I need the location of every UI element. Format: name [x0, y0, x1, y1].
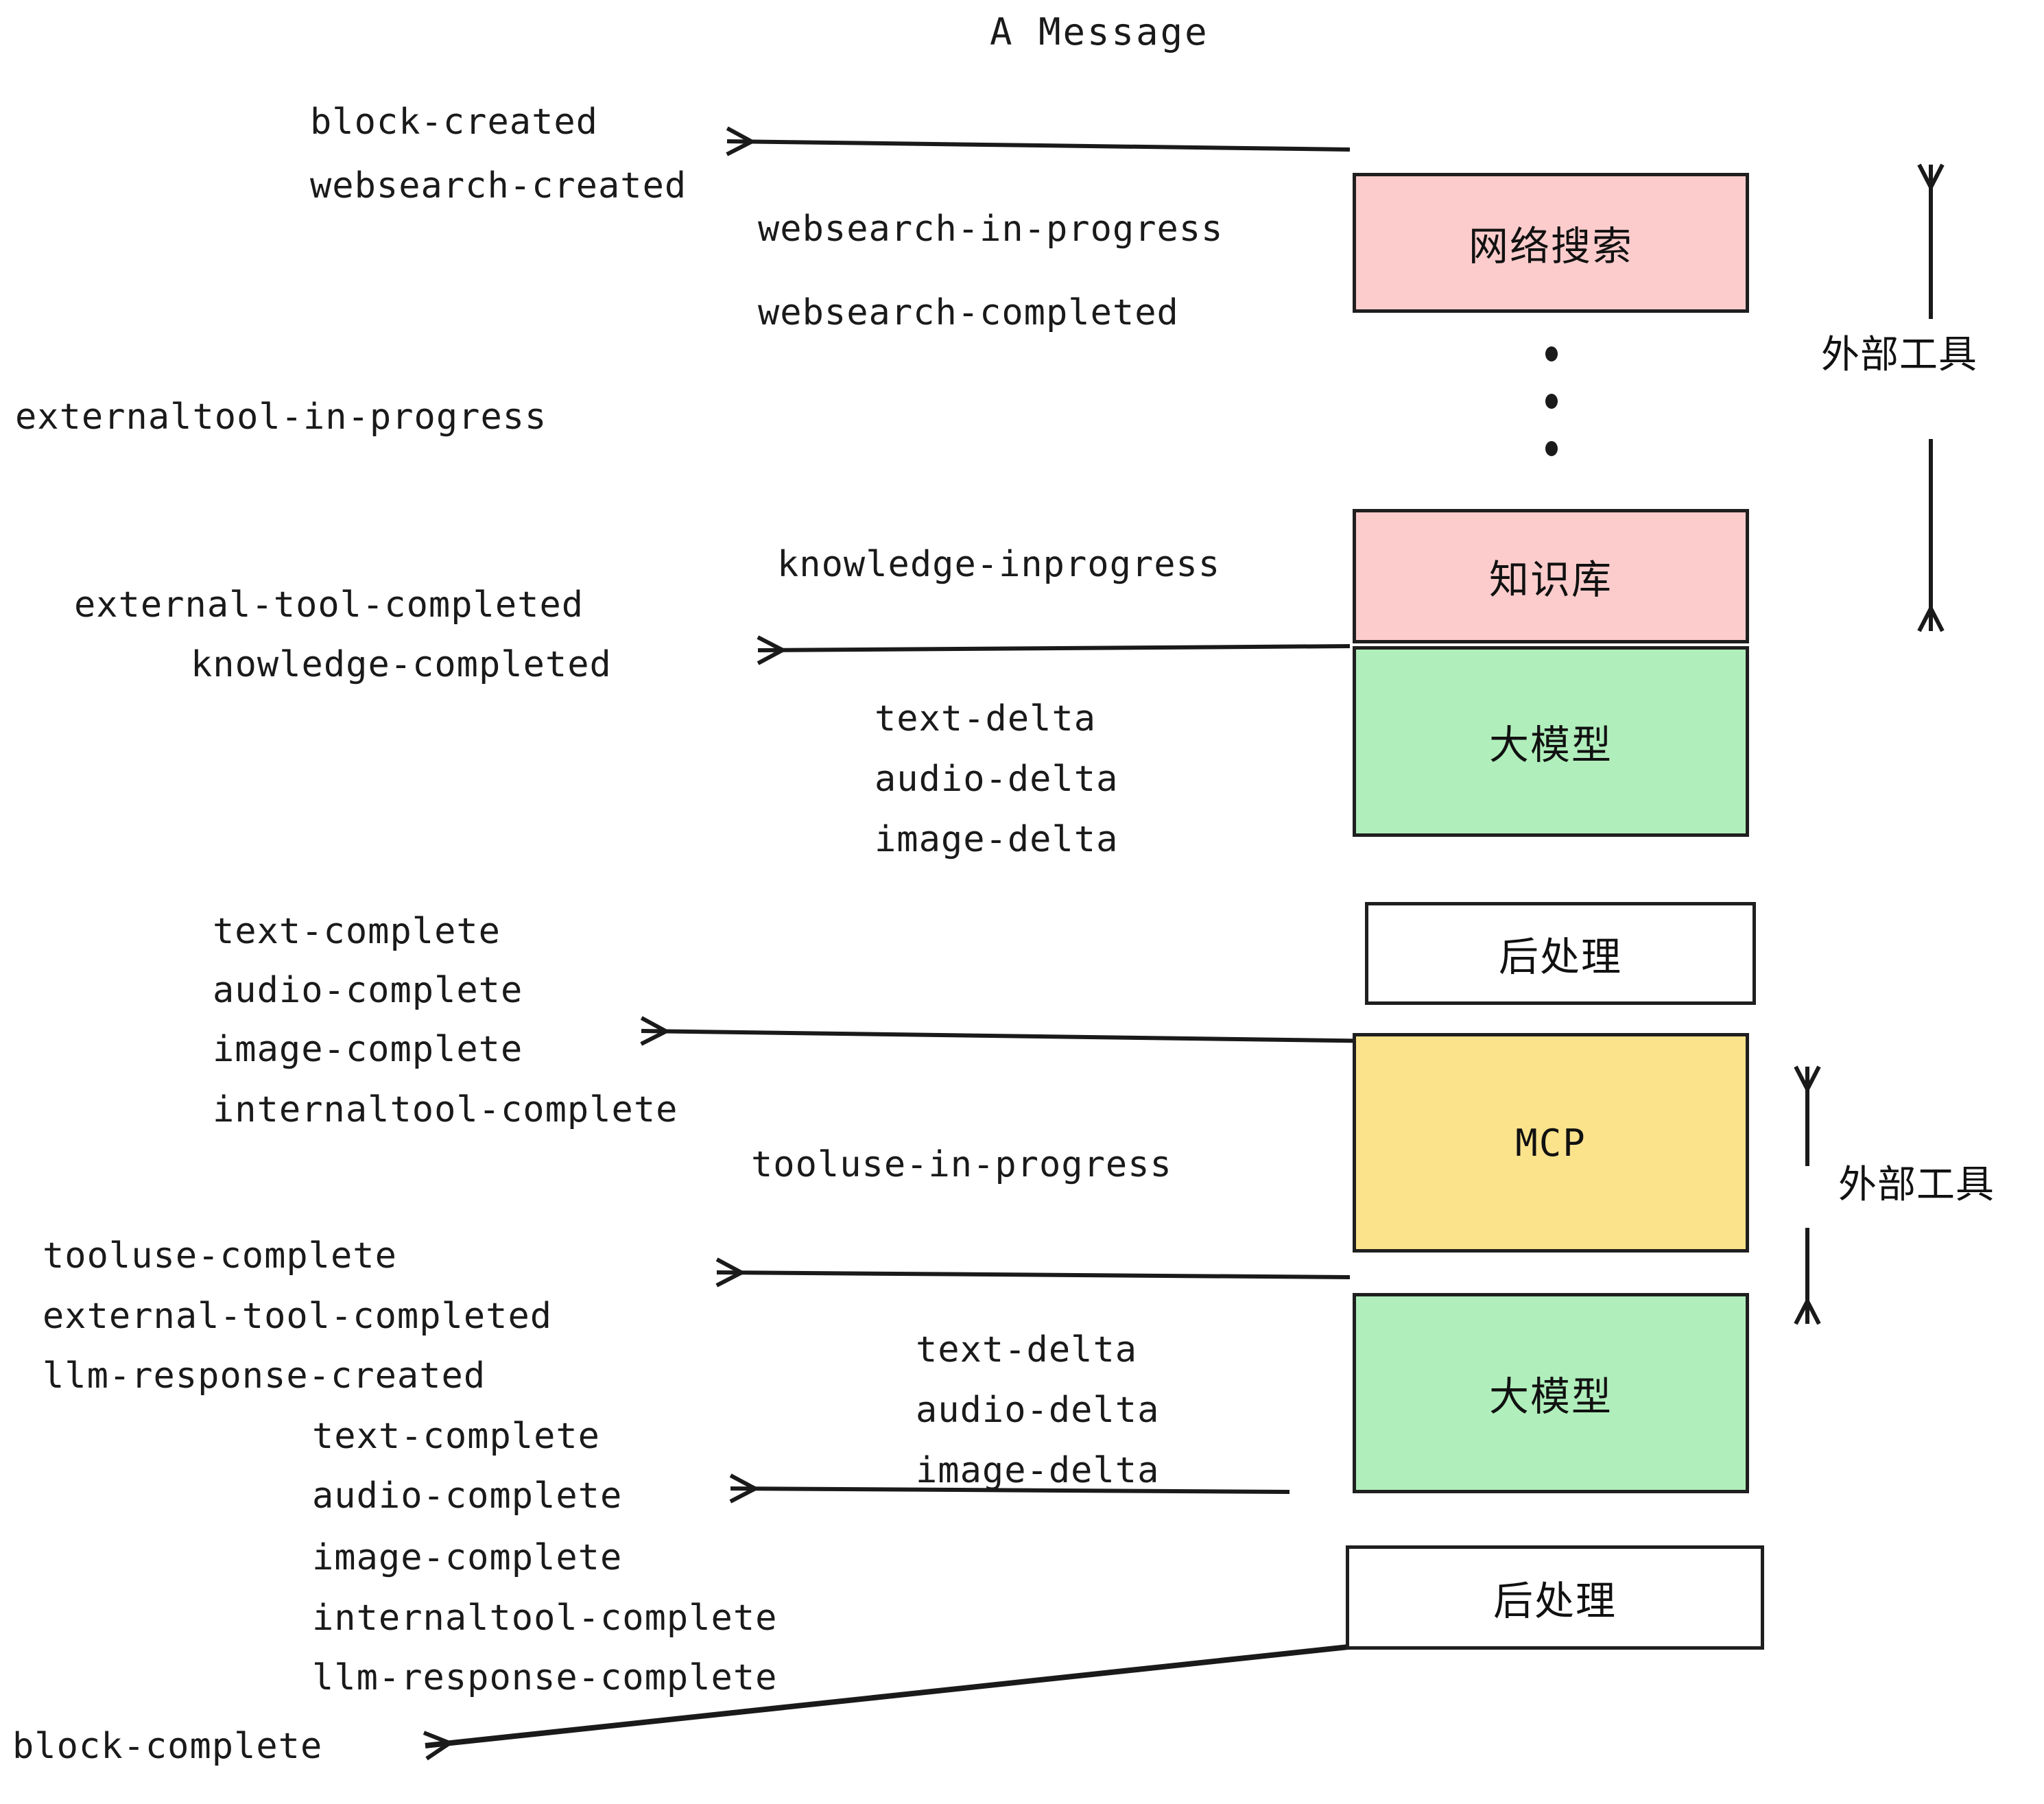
event-text-complete-1: text-complete	[213, 911, 501, 952]
node-llm-2[interactable]: 大模型	[1353, 1293, 1749, 1493]
node-mcp[interactable]: MCP	[1353, 1033, 1749, 1253]
event-external-tool-completed-1: external-tool-completed	[74, 584, 584, 626]
event-audio-complete-1: audio-complete	[213, 970, 523, 1011]
event-tooluse-in-progress: tooluse-in-progress	[751, 1144, 1172, 1185]
event-knowledge-completed: knowledge-completed	[191, 644, 612, 685]
node-websearch[interactable]: 网络搜索	[1353, 173, 1749, 313]
event-knowledge-inprogress: knowledge-inprogress	[777, 544, 1221, 585]
event-audio-delta-2: audio-delta	[916, 1390, 1160, 1431]
event-tooluse-complete: tooluse-complete	[43, 1235, 397, 1277]
node-llm-1-label: 大模型	[1488, 722, 1613, 768]
node-postprocess-2[interactable]: 后处理	[1346, 1545, 1764, 1650]
ellipsis-dot	[1545, 346, 1558, 361]
node-postprocess-1-label: 后处理	[1498, 934, 1622, 980]
node-websearch-label: 网络搜索	[1468, 223, 1633, 270]
event-external-tool-completed-2: external-tool-completed	[43, 1296, 553, 1337]
node-postprocess-1[interactable]: 后处理	[1365, 902, 1756, 1005]
label-external-tool-top: 外部工具	[1821, 333, 1977, 377]
event-image-delta-2: image-delta	[916, 1450, 1160, 1491]
event-llm-response-created: llm-response-created	[43, 1355, 486, 1397]
event-websearch-in-progress: websearch-in-progress	[758, 209, 1224, 250]
node-postprocess-2-label: 后处理	[1493, 1578, 1617, 1624]
node-llm-2-label: 大模型	[1488, 1373, 1613, 1420]
event-image-delta-1: image-delta	[875, 819, 1119, 860]
arrow-post1-to-image-complete	[641, 1031, 1386, 1041]
event-image-complete-1: image-complete	[213, 1029, 523, 1070]
event-websearch-completed: websearch-completed	[758, 292, 1179, 333]
arrow-websearch-to-created	[727, 141, 1351, 150]
event-block-complete: block-complete	[12, 1726, 323, 1767]
ellipsis-dot	[1545, 394, 1558, 409]
node-knowledge[interactable]: 知识库	[1353, 509, 1749, 643]
event-internaltool-complete-2: internaltool-complete	[312, 1598, 778, 1639]
page-title: A Message	[990, 10, 1209, 54]
event-text-delta-2: text-delta	[916, 1329, 1138, 1370]
node-knowledge-label: 知识库	[1488, 556, 1613, 603]
node-mcp-label: MCP	[1515, 1121, 1587, 1165]
event-internaltool-complete-1: internaltool-complete	[213, 1089, 678, 1130]
arrow-knowledge-to-completed	[758, 646, 1351, 650]
event-externaltool-in-progress: externaltool-in-progress	[15, 396, 547, 438]
node-llm-1[interactable]: 大模型	[1353, 646, 1749, 837]
event-llm-response-complete: llm-response-complete	[312, 1657, 778, 1698]
vertical-ellipsis	[1545, 346, 1558, 456]
event-websearch-created: websearch-created	[310, 165, 687, 206]
event-audio-delta-1: audio-delta	[875, 759, 1119, 800]
event-audio-complete-2: audio-complete	[312, 1475, 623, 1517]
event-image-complete-2: image-complete	[312, 1537, 623, 1578]
event-text-delta-1: text-delta	[875, 698, 1097, 739]
label-external-tool-bottom: 外部工具	[1838, 1163, 1995, 1207]
ellipsis-dot	[1545, 441, 1558, 456]
event-text-complete-2: text-complete	[312, 1416, 600, 1457]
event-block-created: block-created	[310, 102, 598, 143]
arrow-mcp-to-tooluse-complete	[717, 1272, 1351, 1277]
